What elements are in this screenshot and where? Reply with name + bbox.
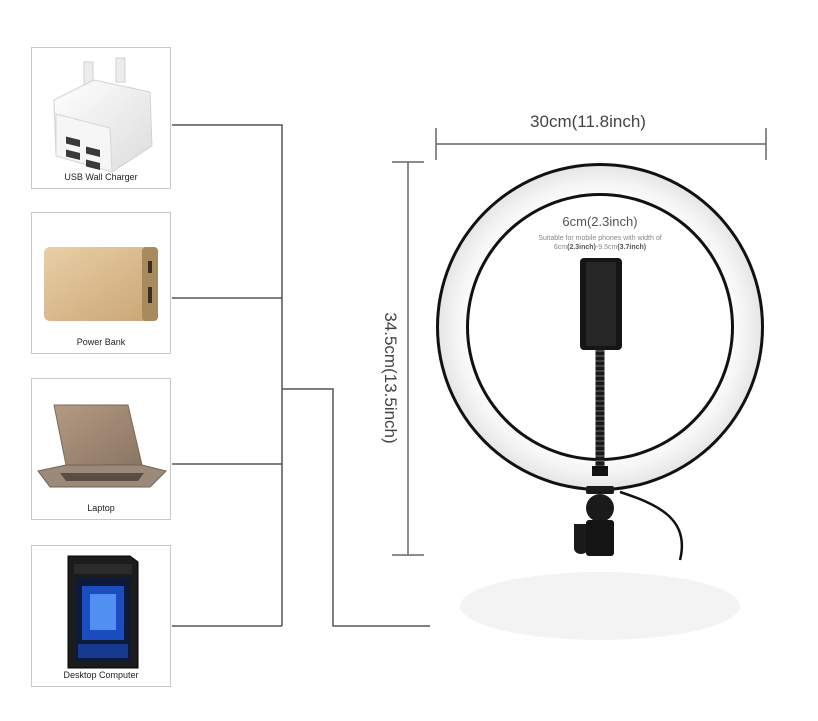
cable-connector: [282, 388, 430, 627]
device-label: USB Wall Charger: [64, 172, 138, 182]
holder-note-max: (3.7inch): [617, 244, 647, 251]
holder-note-line1: Suitable for mobile phones with width of: [538, 235, 662, 242]
holder-compatibility-note: Suitable for mobile phones with width of…: [512, 234, 688, 252]
ball-head: [586, 494, 614, 522]
device-card-usb-wall-charger: USB Wall Charger: [31, 47, 171, 189]
power-bank-icon: [44, 247, 158, 321]
power-cable: [619, 490, 684, 561]
width-dimension-label: 30cm(11.8inch): [530, 112, 646, 131]
device-label: Power Bank: [76, 337, 126, 347]
desktop-computer-icon: [67, 555, 139, 669]
holder-note-min: (2.3inch): [567, 244, 596, 251]
holder-note-prefix: 6cm: [553, 244, 568, 251]
device-card-power-bank: Power Bank: [31, 212, 171, 354]
height-dimension-label: 34.5cm(13.5inch): [381, 312, 400, 444]
holder-note-mid: -9.5cm: [595, 244, 618, 251]
ball-head-base: [586, 520, 614, 556]
laptop-icon: [37, 404, 167, 488]
device-label: Desktop Computer: [63, 670, 139, 680]
charger-connector: [172, 124, 283, 626]
device-card-desktop-computer: Desktop Computer: [31, 545, 171, 687]
ball-head-plate: [586, 486, 614, 494]
reflection: [460, 572, 740, 640]
holder-width-label: 6cm(2.3inch): [562, 214, 638, 229]
device-label: Laptop: [87, 503, 115, 513]
device-card-laptop: Laptop: [31, 378, 171, 520]
usb-wall-charger-icon: [53, 57, 153, 173]
